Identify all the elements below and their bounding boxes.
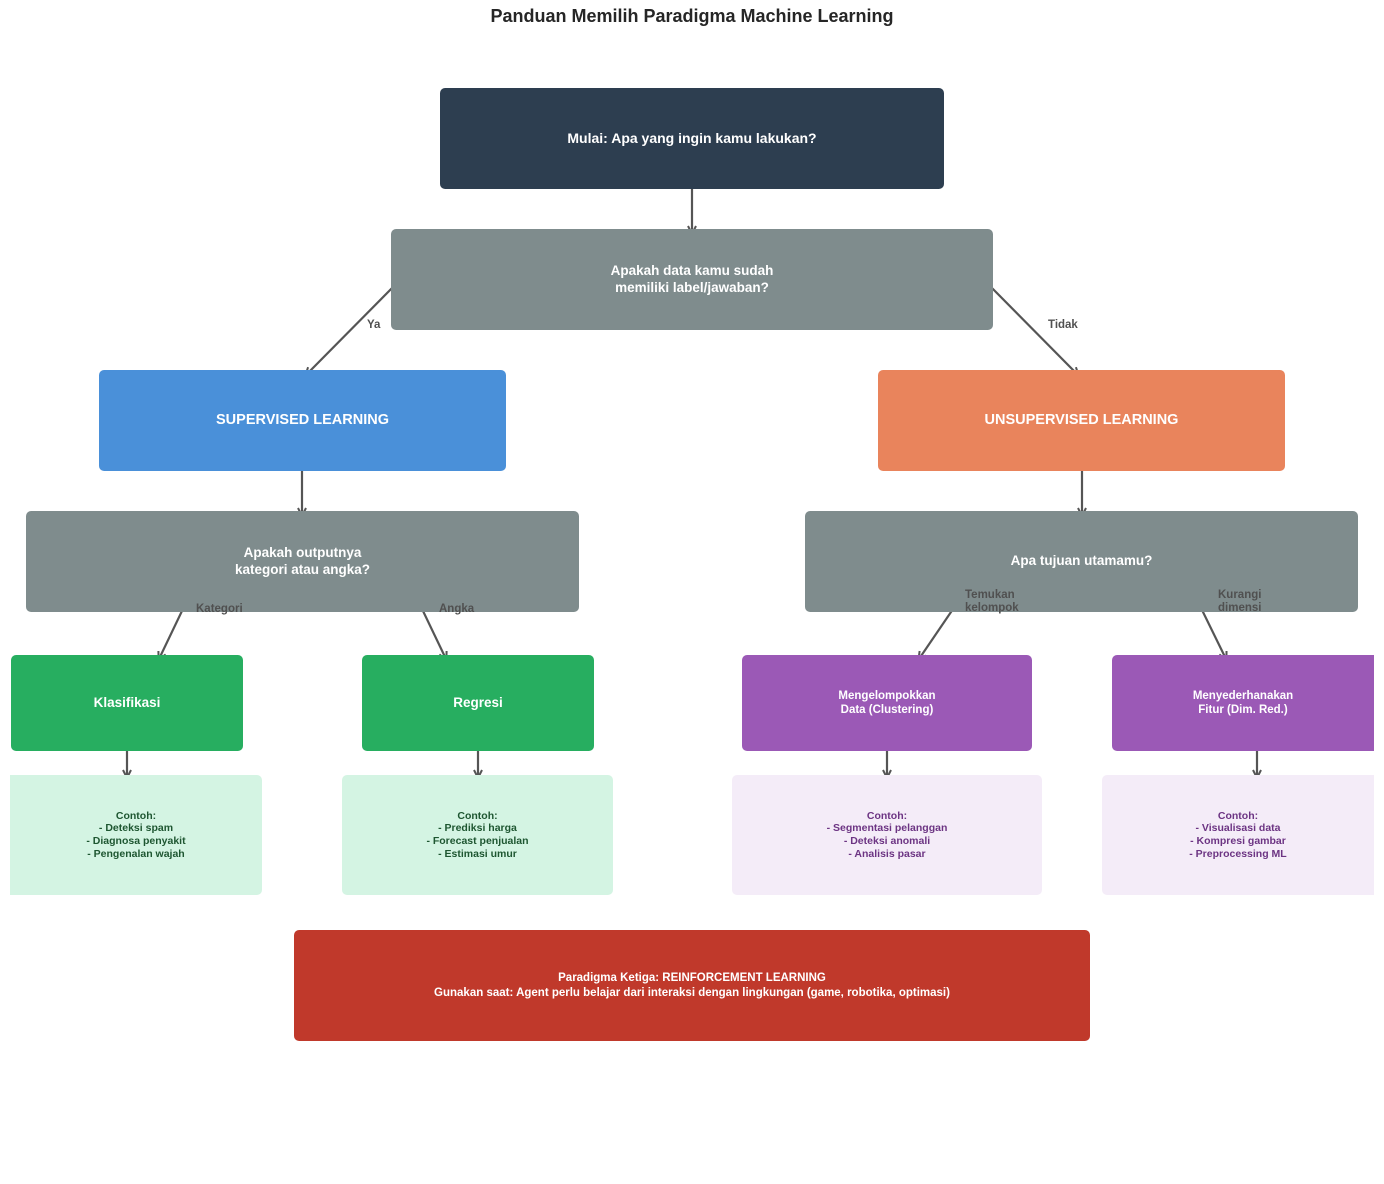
regression-node: Regresi	[362, 655, 594, 751]
clustering-examples: Contoh: - Segmentasi pelanggan - Deteksi…	[732, 775, 1042, 895]
arrow-yes-to-supervised	[306, 281, 399, 375]
output-question-node: Apakah outputnya kategori atau angka?	[26, 511, 579, 612]
clustering-node: Mengelompokkan Data (Clustering)	[742, 655, 1032, 751]
diagram-title: Panduan Memilih Paradigma Machine Learni…	[490, 6, 894, 26]
arrow-no-to-unsupervised	[985, 281, 1078, 375]
label-question-node: Apakah data kamu sudah memiliki label/ja…	[391, 229, 993, 330]
regression-examples: Contoh: - Prediksi harga - Forecast penj…	[342, 775, 613, 895]
dimensionality-reduction-node: Menyederhanakan Fitur (Dim. Red.)	[1112, 655, 1374, 751]
start-node: Mulai: Apa yang ingin kamu lakukan?	[440, 88, 944, 189]
edge-label-category: Kategori	[196, 603, 243, 615]
unsupervised-learning-node: UNSUPERVISED LEARNING	[878, 370, 1285, 471]
reinforcement-learning-node: Paradigma Ketiga: REINFORCEMENT LEARNING…	[294, 930, 1090, 1041]
classification-node: Klasifikasi	[11, 655, 243, 751]
edge-label-find-groups: Temukan kelompok	[965, 589, 1019, 614]
classification-examples: Contoh: - Deteksi spam - Diagnosa penyak…	[10, 775, 262, 895]
edge-label-reduce-dims: Kurangi dimensi	[1218, 589, 1262, 614]
edge-label-no: Tidak	[1048, 319, 1078, 331]
supervised-learning-node: SUPERVISED LEARNING	[99, 370, 506, 471]
goal-question-node: Apa tujuan utamamu?	[805, 511, 1358, 612]
dimensionality-reduction-examples: Contoh: - Visualisasi data - Kompresi ga…	[1102, 775, 1374, 895]
edge-label-number: Angka	[439, 603, 475, 615]
edge-label-yes: Ya	[367, 319, 381, 331]
